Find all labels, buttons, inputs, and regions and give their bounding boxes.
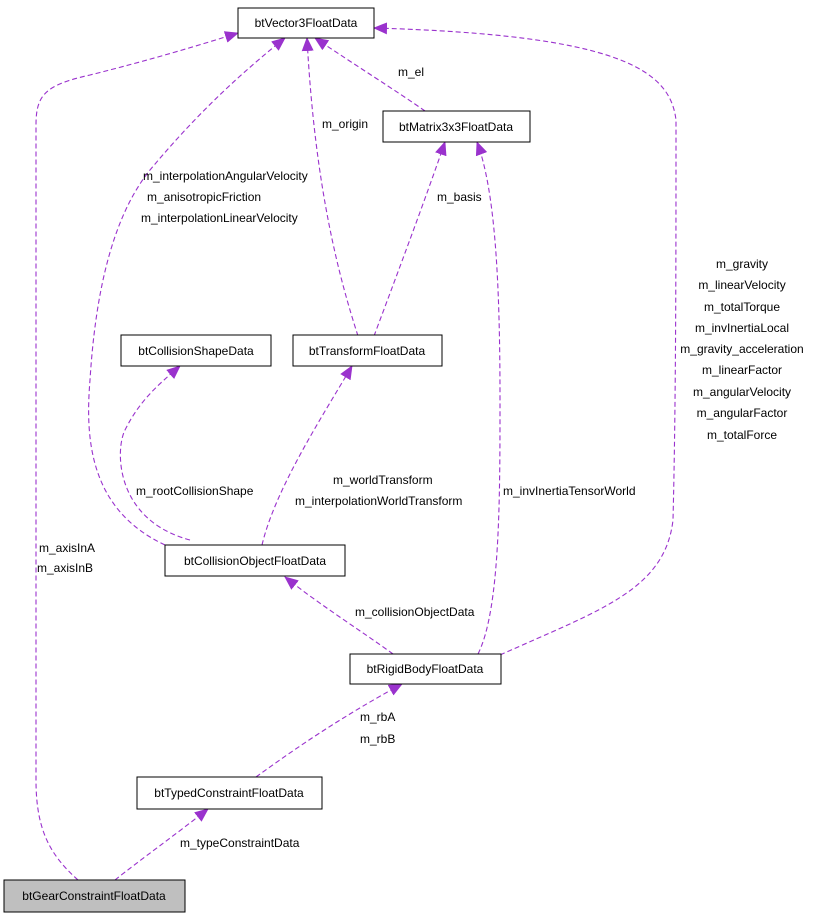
edge-gear-typed [114, 808, 209, 881]
node-box [292, 334, 443, 367]
edge-label-interp-world-transform: m_interpolationWorldTransform [295, 494, 462, 508]
edge-label-angular-velocity: m_angularVelocity [693, 385, 791, 399]
edge-collobj-transforms [261, 365, 353, 546]
node-bttypedconstraintfloatdata[interactable]: btTypedConstraintFloatData [136, 776, 323, 810]
node-label: btVector3FloatData [255, 16, 358, 30]
edge-label-gravity-acceleration: m_gravity_acceleration [680, 342, 803, 356]
edge-label-angular-factor: m_angularFactor [697, 406, 788, 420]
edge-matrix-el [314, 37, 426, 112]
node-label: btGearConstraintFloatData [22, 889, 166, 903]
node-box [3, 879, 186, 913]
node-box [136, 776, 323, 810]
node-btmatrix3x3floatdata[interactable]: btMatrix3x3FloatData [382, 110, 531, 143]
edge-typed-rigid [255, 683, 403, 778]
edges: m_el m_origin m_basis m_interpolationAng… [35, 22, 804, 881]
node-label: btCollisionShapeData [138, 344, 254, 358]
edge-label-total-force: m_totalForce [707, 428, 777, 442]
edge-label-axis-in-b: m_axisInB [37, 561, 93, 575]
node-box [237, 7, 375, 39]
node-label: btMatrix3x3FloatData [399, 120, 513, 134]
edge-label-anisotropic: m_anisotropicFriction [147, 190, 261, 204]
edge-label-world-transform: m_worldTransform [333, 473, 433, 487]
edge-label-root-shape: m_rootCollisionShape [136, 484, 254, 498]
edge-label-axis-in-a: m_axisInA [39, 541, 95, 555]
edge-label-interp-linear: m_interpolationLinearVelocity [141, 211, 298, 225]
edge-label-gravity: m_gravity [716, 257, 768, 271]
node-box [120, 334, 272, 367]
node-btrigidbodyfloatdata[interactable]: btRigidBodyFloatData [349, 653, 502, 685]
edge-label-m-origin: m_origin [322, 117, 368, 131]
node-box [349, 653, 502, 685]
node-label: btCollisionObjectFloatData [184, 554, 326, 568]
edge-label-m-basis: m_basis [437, 190, 482, 204]
edge-label-collision-object-data: m_collisionObjectData [355, 605, 475, 619]
edge-label-total-torque: m_totalTorque [704, 300, 780, 314]
edge-gear-axes [35, 31, 239, 881]
edge-label-rba: m_rbA [360, 710, 395, 724]
edge-label-type-constraint-data: m_typeConstraintData [180, 836, 300, 850]
node-label: btTransformFloatData [309, 344, 426, 358]
edge-label-invinertia-world: m_invInertiaTensorWorld [503, 484, 636, 498]
edge-label-m-el: m_el [398, 65, 424, 79]
node-btvector3floatdata[interactable]: btVector3FloatData [237, 7, 375, 39]
edge-rigid-vectors [373, 22, 677, 656]
edge-label-rbb: m_rbB [360, 732, 395, 746]
edge-label-linear-velocity: m_linearVelocity [698, 278, 785, 292]
node-box [382, 110, 531, 143]
node-box [164, 544, 346, 577]
edge-collobj-shape [119, 365, 191, 541]
edge-label-linear-factor: m_linearFactor [702, 363, 782, 377]
node-btcollisionshapedata[interactable]: btCollisionShapeData [120, 334, 272, 367]
edge-rigid-collobj [284, 576, 394, 655]
edge-label-invinertia-local: m_invInertiaLocal [695, 321, 789, 335]
node-btgearconstraintfloatdata[interactable]: btGearConstraintFloatData [3, 879, 186, 913]
node-label: btTypedConstraintFloatData [154, 786, 304, 800]
node-btcollisionobjectfloatdata[interactable]: btCollisionObjectFloatData [164, 544, 346, 577]
edge-rigid-invinertia [475, 141, 501, 655]
edge-collobj-vectors [88, 37, 286, 546]
node-label: btRigidBodyFloatData [367, 662, 484, 676]
nodes: btVector3FloatData btMatrix3x3FloatData … [3, 7, 531, 913]
edge-transform-basis [373, 141, 447, 337]
edge-transform-origin [301, 37, 359, 337]
edge-label-interp-angular: m_interpolationAngularVelocity [143, 169, 308, 183]
node-bttransformfloatdata[interactable]: btTransformFloatData [292, 334, 443, 367]
